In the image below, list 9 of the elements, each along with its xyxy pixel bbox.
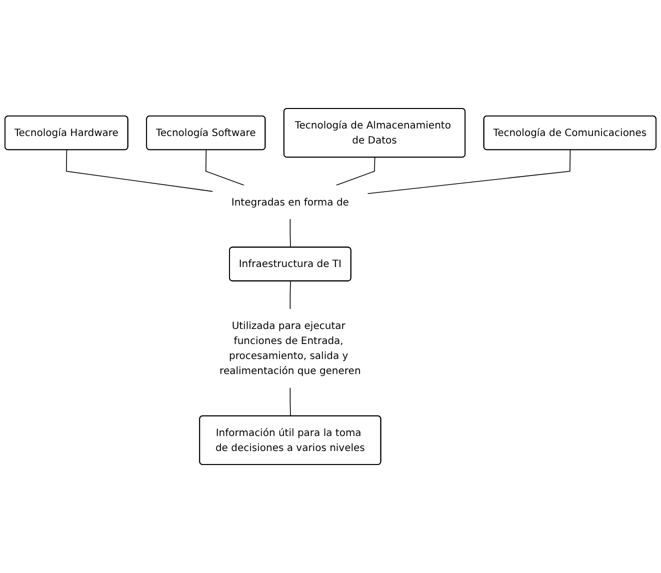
connector — [290, 280, 291, 310]
node-text: Utilizada para ejecutar funciones de Entrada, procesamiento, salida y realimentación que generen — [220, 320, 361, 376]
node-text: Integradas en forma de — [231, 196, 349, 208]
connector — [367, 150, 571, 194]
connector — [290, 218, 291, 248]
connector — [290, 387, 291, 417]
connector — [66, 150, 214, 192]
connector — [205, 150, 245, 186]
connector — [336, 157, 376, 186]
